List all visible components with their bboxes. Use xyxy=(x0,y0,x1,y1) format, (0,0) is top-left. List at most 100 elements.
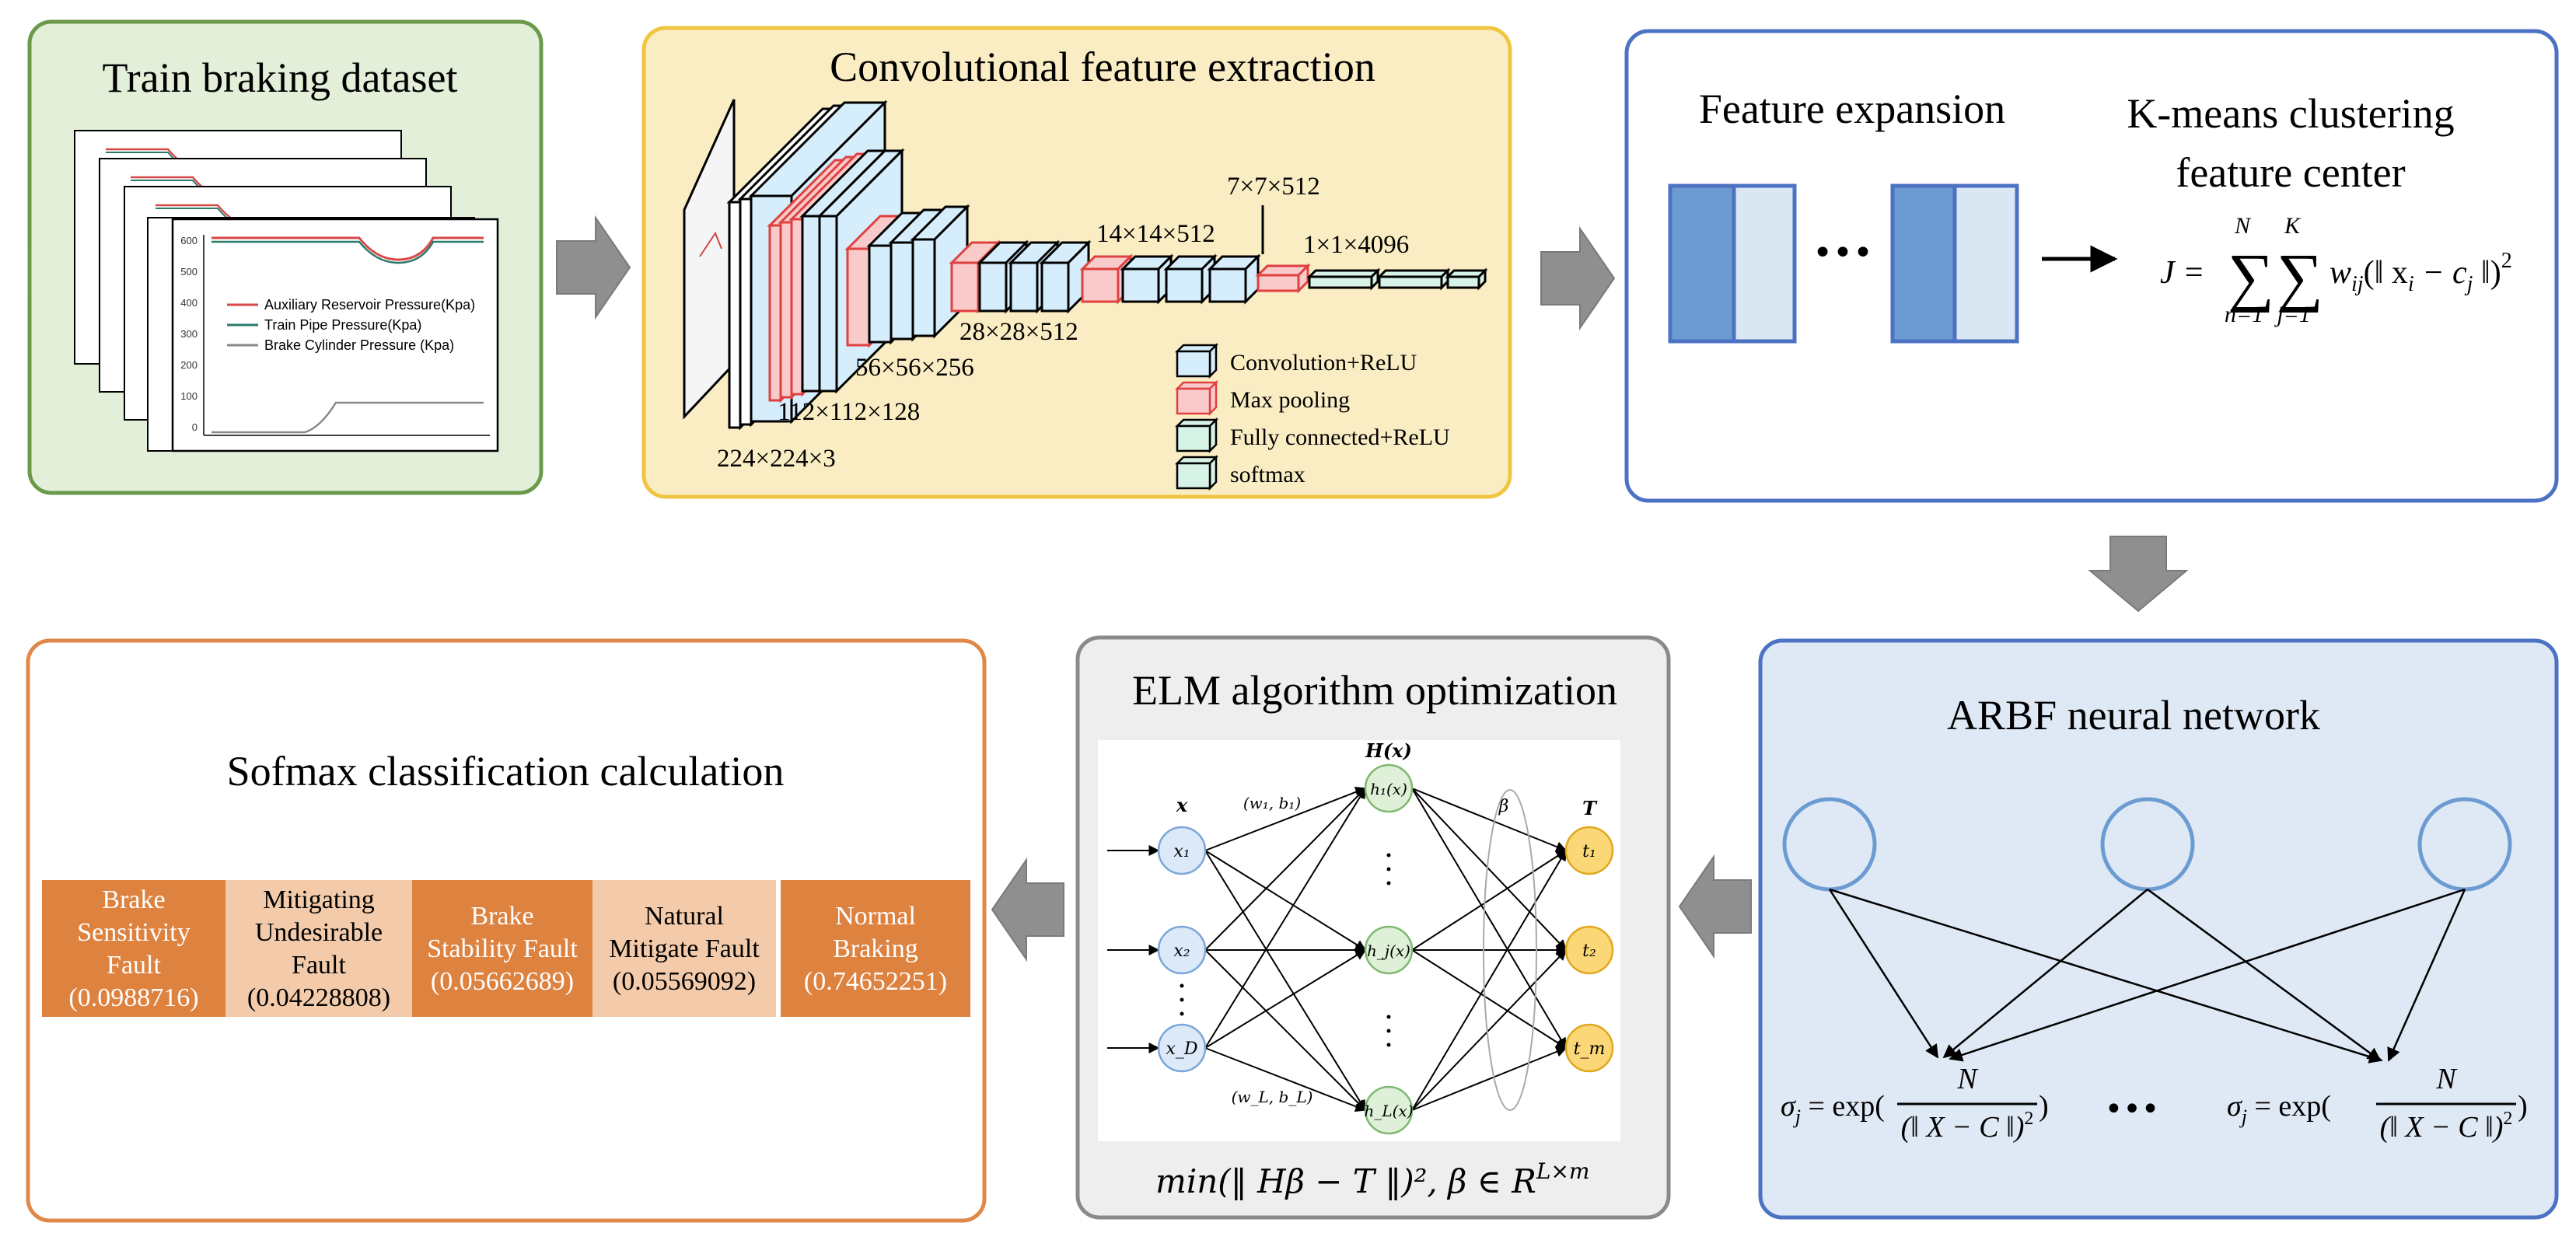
feature-vector-2 xyxy=(1890,183,2019,344)
elm-input-label: x_D xyxy=(1166,1039,1197,1059)
svg-text:σj = exp(: σj = exp( xyxy=(2227,1090,2331,1128)
layer-front-face xyxy=(728,201,742,429)
svg-text:N: N xyxy=(1956,1063,1979,1095)
arrow-kmeans-to-arbf xyxy=(2088,536,2189,613)
y-tick-label: 500 xyxy=(180,266,197,278)
arrow-arbf-to-elm xyxy=(1678,854,1752,959)
cnn-legend-swatch xyxy=(1176,387,1211,415)
arbf-title: ARBF neural network xyxy=(1947,692,2320,739)
softmax-class-text: Stability Fault xyxy=(427,934,578,963)
arbf-panel-frame xyxy=(1758,638,2559,1220)
y-tick-label: 400 xyxy=(180,297,197,309)
elm-output-label: t₂ xyxy=(1582,941,1596,961)
softmax-class-text: Normal xyxy=(835,902,916,931)
softmax-class-cell xyxy=(781,880,970,1017)
hx-label: H(x) xyxy=(1365,739,1412,762)
elm-output-label: t_m xyxy=(1574,1039,1606,1059)
softmax-class-text: (0.05569092) xyxy=(613,967,756,996)
cnn-layers xyxy=(683,99,1488,431)
plot-legend-label: Auxiliary Reservoir Pressure(Kpa) xyxy=(264,297,475,313)
svg-text:j=1: j=1 xyxy=(2274,302,2311,327)
softmax-class-text: Fault xyxy=(107,951,161,980)
layer-front-face xyxy=(1308,275,1373,289)
dim-224: 224×224×3 xyxy=(717,445,836,473)
feature-ellipsis: ••• xyxy=(1812,233,1873,273)
layer-front-face xyxy=(801,215,821,393)
dataset-title: Train braking dataset xyxy=(103,54,458,101)
layer-front-face xyxy=(790,218,804,396)
elm-input-neuron xyxy=(1157,1023,1207,1073)
elm-input-label: x₁ xyxy=(1173,842,1190,861)
arbf-formula-1: σj = exp( N (‖ X − C ‖)2 ) xyxy=(1781,1063,2049,1144)
beta-label: β xyxy=(1498,797,1509,816)
softmax-class-cell xyxy=(592,880,776,1017)
svg-text:wij(‖ xi − cj ‖)2: wij(‖ xi − cj ‖)2 xyxy=(2330,249,2512,296)
svg-text:K: K xyxy=(2284,213,2302,239)
softmax-class-text: Braking xyxy=(833,934,918,963)
layer-front-face xyxy=(1081,267,1120,303)
plot-legend-label: Train Pipe Pressure(Kpa) xyxy=(264,317,421,333)
elm-hidden-neuron xyxy=(1364,1085,1414,1135)
expansion-title: Feature expansion xyxy=(1699,86,2005,132)
layer-front-face xyxy=(978,261,1008,313)
softmax-title: Sofmax classification calculation xyxy=(227,748,785,795)
dim-14: 14×14×512 xyxy=(1096,220,1215,248)
softmax-class-cell xyxy=(412,880,592,1017)
layer-front-face xyxy=(1165,267,1204,303)
y-tick-label: 0 xyxy=(192,421,197,433)
svg-text:σj = exp(: σj = exp( xyxy=(1781,1090,1885,1128)
cnn-legend-swatch xyxy=(1176,462,1211,490)
layer-front-face xyxy=(739,197,753,426)
w1b1-label: (w₁, b₁) xyxy=(1243,794,1301,812)
elm-input-label: x₂ xyxy=(1173,941,1190,961)
softmax-class-text: Mitigating xyxy=(263,885,375,914)
softmax-class-text: Undesirable xyxy=(255,918,383,947)
train-pipe-curve xyxy=(211,240,484,264)
layer-front-face xyxy=(818,215,838,393)
kmeans-title-line2: feature center xyxy=(2176,149,2405,196)
elm-hidden-label: h_L(x) xyxy=(1364,1102,1413,1120)
y-tick-label: 300 xyxy=(180,328,197,340)
arbf-neurons xyxy=(1782,797,2512,892)
wlbl-label: (w_L, b_L) xyxy=(1232,1088,1313,1106)
cnn-legend-label: softmax xyxy=(1230,462,1305,487)
y-tick-label: 200 xyxy=(180,359,197,371)
arbf-neuron-1 xyxy=(1782,797,1877,892)
layer-front-face xyxy=(1121,267,1160,303)
beta-weights-ellipse xyxy=(1483,789,1537,1111)
arbf-neuron-3 xyxy=(2417,797,2512,892)
layer-front-face xyxy=(1257,274,1300,292)
arbf-formula-2: σj = exp( N (‖ X − C ‖)2 ) xyxy=(2227,1063,2528,1144)
svg-text:N: N xyxy=(2435,1063,2458,1095)
plot-legend-label: Brake Cylinder Pressure (Kpa) xyxy=(264,337,454,353)
softmax-class-text: Sensitivity xyxy=(77,918,190,947)
kmeans-title-line1: K-means clustering xyxy=(2127,90,2454,137)
softmax-class-text: (0.05662689) xyxy=(431,967,574,996)
layer-front-face xyxy=(1208,267,1247,303)
softmax-class-text: (0.74652251) xyxy=(804,967,947,996)
softmax-class-text: Fault xyxy=(292,951,346,980)
elm-input-neuron xyxy=(1157,826,1207,875)
layer-front-face xyxy=(1446,275,1480,289)
arbf-panel: ARBF neural network σj = exp( N (‖ X − C… xyxy=(1758,638,2559,1220)
arrow-dataset-to-cnn xyxy=(556,215,631,320)
cnn-legend-label: Convolution+ReLU xyxy=(1230,350,1417,375)
softmax-class-text: Brake xyxy=(102,885,165,914)
elm-output-label: t₁ xyxy=(1582,842,1596,861)
dim-1: 1×1×4096 xyxy=(1303,231,1409,259)
auxiliary-reservoir-curve xyxy=(211,236,484,261)
cnn-panel: Convolutional feature extraction 224×224… xyxy=(641,26,1512,499)
feature-vector-1 xyxy=(1668,183,1797,344)
t-label: T xyxy=(1582,797,1598,819)
elm-input-neuron xyxy=(1157,925,1207,975)
softmax-class-cell xyxy=(42,880,225,1017)
cnn-legend-swatch xyxy=(1176,424,1211,452)
x-label: x xyxy=(1176,794,1188,816)
layer-front-face xyxy=(890,241,914,341)
layer-front-face xyxy=(1040,261,1070,313)
y-tick-label: 600 xyxy=(180,235,197,246)
flow-arrows xyxy=(556,215,2189,962)
elm-title: ELM algorithm optimization xyxy=(1132,667,1617,714)
